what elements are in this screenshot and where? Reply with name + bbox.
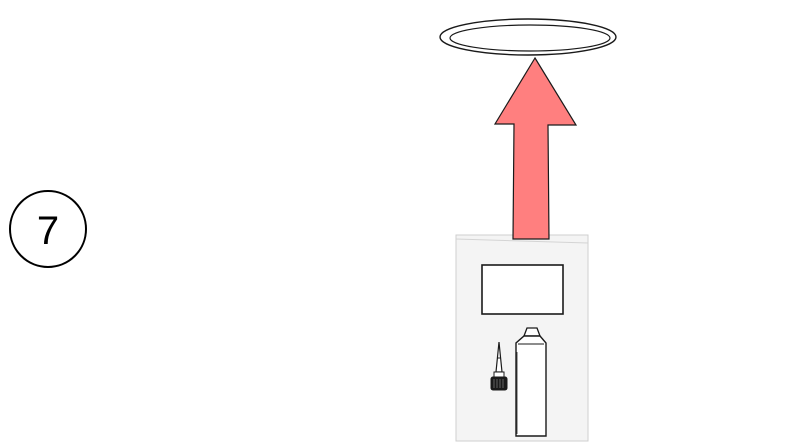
- blank-label: [482, 265, 563, 314]
- step-number: 7: [37, 209, 59, 253]
- ring-icon: [440, 19, 616, 55]
- step-badge: 7: [10, 191, 86, 267]
- up-arrow-icon: [495, 58, 576, 239]
- instruction-card: [456, 235, 588, 441]
- adhesive-tube-icon: [516, 328, 546, 436]
